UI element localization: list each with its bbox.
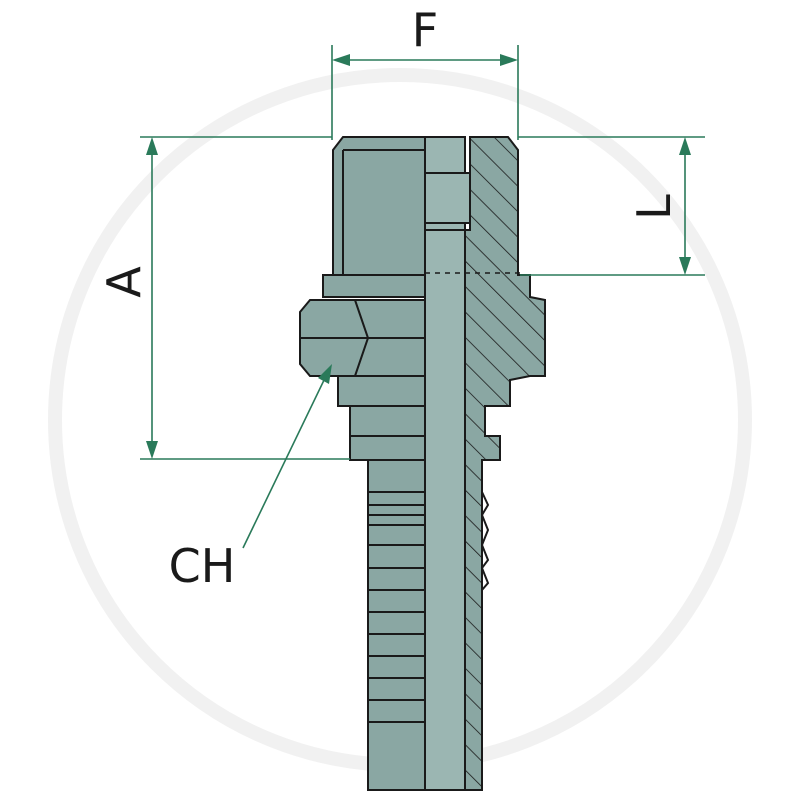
label-CH: CH	[169, 539, 236, 593]
dimension-L: L	[518, 136, 705, 276]
dimension-A: A	[97, 136, 350, 460]
leader-CH: CH	[169, 364, 332, 593]
dimension-F: F	[331, 3, 519, 140]
hose-tail-barbs	[367, 459, 426, 791]
label-F: F	[412, 3, 438, 57]
label-A: A	[97, 266, 151, 298]
fitting-section-view	[424, 136, 546, 791]
fitting-outside-view	[299, 136, 426, 791]
label-L: L	[627, 194, 681, 220]
